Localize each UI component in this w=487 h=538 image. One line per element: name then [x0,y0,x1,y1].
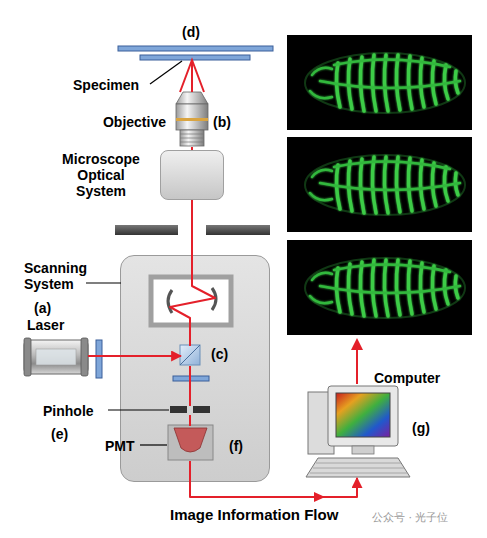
component-label: Laser [27,317,64,333]
scan-mirror [168,290,172,313]
callout-letter: (g) [412,420,430,436]
scan-mirror [212,288,216,310]
watermark: 公众号 · 光子位 [372,510,449,525]
light-path [170,200,215,346]
callout-letter: (a) [34,300,51,316]
image-panel [287,240,472,335]
edge-label: Image Information Flow [170,507,338,523]
light-path [189,366,191,406]
emission-filter [173,376,209,381]
leader-line [86,282,121,283]
component-label: Objective [60,114,166,130]
laser-tube [24,340,88,374]
light-path [191,61,193,92]
arrow-head [314,492,325,502]
image-panel [287,137,472,232]
glass-slide [118,46,273,51]
component-label: Scanning System [24,260,114,292]
component-label: Pinhole [43,403,94,419]
embryo-image [305,155,465,215]
embryo-image [305,258,465,318]
keyboard [306,458,410,477]
image-panel [287,35,472,130]
embryo-image [305,53,465,113]
cover-slip [140,55,250,60]
computer-monitor [328,386,398,446]
component-label: Specimen [73,77,139,93]
laser-source: (a)Laser [24,337,88,377]
laser-filter [96,340,102,378]
objective-body [176,104,208,130]
light-path [190,461,357,497]
objective-lens: Objective(b) [172,92,212,147]
aperture-plate [206,225,270,235]
objective-tip [176,92,208,104]
callout-letter: (b) [213,114,231,130]
image-flow-line [356,348,358,384]
callout-letter: (e) [51,426,68,442]
light-path [88,355,181,357]
pinhole-plate [170,406,187,413]
laser-cap [24,338,31,376]
monitor-stand [352,446,374,454]
scan-window [151,277,231,325]
splitter-diagonal [180,345,200,365]
specimen-slide: (d)Specimen [118,45,273,61]
component-label: Computer [374,370,440,386]
focus-cone [180,60,204,92]
leader-line [140,444,167,445]
computer: Computer(g) [305,386,410,478]
objective-thread [180,130,204,146]
leader-line [150,61,182,84]
laser-window [36,349,76,365]
aperture-plate [115,225,178,235]
callout-letter: (f) [229,438,243,454]
component-label: PMT [105,438,135,454]
laser-cap [81,338,88,376]
callout-letter: (c) [211,346,228,362]
splitter-cube [180,345,200,365]
arrow-head [351,338,363,350]
pmt-tube [174,428,207,452]
keyboard-keys [310,463,407,473]
component-label: Microscope Optical System [55,151,147,199]
thread-lines [180,134,204,142]
optical-system-box: Microscope Optical System [160,150,224,200]
pinhole-plate [193,406,210,413]
objective-ring [176,118,208,121]
light-path [189,415,191,426]
light-path [191,147,193,150]
pmt-housing [168,425,213,460]
leader-line [108,409,169,410]
callout-letter: (d) [182,24,200,40]
monitor-screen [336,393,390,437]
